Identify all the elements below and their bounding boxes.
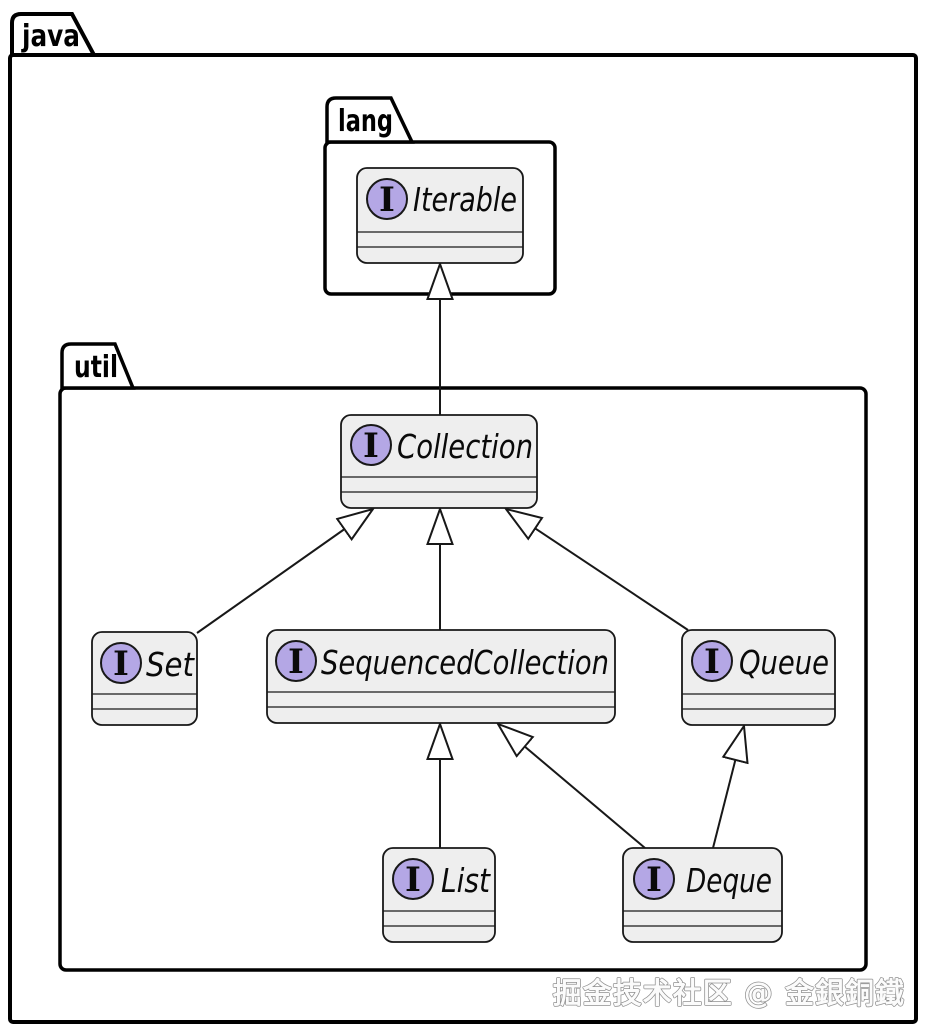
interface-icon-letter: I bbox=[379, 180, 395, 220]
extends-arrow-deque-to-sequencedcollection bbox=[495, 722, 646, 849]
interface-name-collection: Collection bbox=[397, 427, 533, 466]
package-util-tab bbox=[60, 342, 136, 390]
interface-icon bbox=[350, 424, 392, 466]
interface-name-list: List bbox=[441, 861, 491, 900]
extends-arrow-set-to-collection bbox=[196, 507, 376, 634]
interface-icon-letter: I bbox=[704, 642, 720, 682]
interface-icon-letter: I bbox=[363, 426, 379, 466]
interface-icon-letter: I bbox=[405, 860, 421, 900]
interface-icon bbox=[691, 640, 733, 682]
interface-box-collection: I Collection bbox=[340, 414, 538, 509]
package-java-tab bbox=[10, 12, 98, 57]
interface-icon bbox=[100, 642, 142, 684]
interface-box-queue: I Queue bbox=[681, 629, 836, 726]
interface-name-queue: Queue bbox=[739, 643, 829, 682]
interface-icon-letter: I bbox=[288, 642, 304, 682]
interface-box-deque: I Deque bbox=[622, 847, 783, 943]
interface-box-set: I Set bbox=[91, 631, 198, 726]
interface-name-iterable: Iterable bbox=[413, 180, 517, 219]
interface-icon bbox=[275, 640, 317, 682]
interface-icon bbox=[392, 858, 434, 900]
extends-arrow-queue-to-collection bbox=[503, 507, 689, 631]
interface-box-list: I List bbox=[382, 847, 496, 943]
interface-icon bbox=[633, 858, 675, 900]
package-lang-label: lang bbox=[338, 104, 393, 139]
interface-box-iterable: I Iterable bbox=[356, 167, 524, 264]
interface-icon-letter: I bbox=[113, 644, 129, 684]
interface-name-sequencedcollection: SequencedCollection bbox=[321, 643, 609, 682]
package-util-label: util bbox=[74, 350, 118, 385]
interface-icon bbox=[366, 178, 408, 220]
extends-arrow-deque-to-queue bbox=[712, 723, 749, 849]
package-java-label: java bbox=[21, 19, 80, 54]
interface-icon-letter: I bbox=[646, 860, 662, 900]
interface-box-sequencedcollection-body bbox=[266, 629, 616, 724]
watermark-text: 掘金技术社区 @ 金銀銅鐵 bbox=[553, 976, 905, 1010]
package-lang-tab bbox=[325, 96, 415, 144]
interface-name-set: Set bbox=[146, 645, 195, 684]
interface-name-deque: Deque bbox=[686, 861, 772, 900]
interface-box-sequencedcollection: I SequencedCollection bbox=[266, 629, 616, 724]
